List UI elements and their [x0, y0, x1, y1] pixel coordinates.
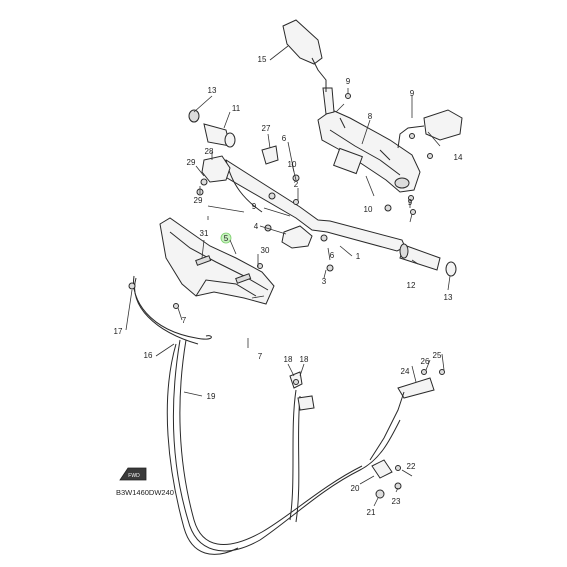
lever-holder-part: [196, 145, 279, 196]
callout-2: 2: [294, 180, 299, 189]
callout-10-right: 10: [364, 205, 373, 214]
callout-27: 27: [262, 124, 271, 133]
clamp-bolts-part: [264, 93, 433, 272]
callout-22: 22: [407, 462, 416, 471]
callout-3: 3: [322, 277, 327, 286]
callout-17: 17: [114, 327, 123, 336]
callout-29-upper: 29: [187, 158, 196, 167]
lever-assembly-part: [289, 369, 445, 499]
badge-text: FWD: [128, 473, 140, 479]
callout-19: 19: [207, 392, 216, 401]
callout-9-top: 9: [346, 77, 351, 86]
callout-12: 12: [407, 281, 416, 290]
callout-7-left: 7: [182, 316, 187, 325]
callout-31: 31: [200, 229, 209, 238]
callout-13-top: 13: [208, 86, 217, 95]
callout-23: 23: [392, 497, 401, 506]
leader-lines: [125, 45, 451, 507]
callout-25: 25: [433, 351, 442, 360]
callout-18-left: 18: [284, 355, 293, 364]
diagram-code: B3W1460DW240: [116, 488, 174, 497]
callout-24: 24: [401, 367, 410, 376]
handle-crown-part: [317, 87, 421, 193]
callout-1: 1: [356, 252, 361, 261]
mirror-right-part: [397, 109, 463, 149]
callout-14: 14: [454, 153, 463, 162]
callout-18-right: 18: [300, 355, 309, 364]
callout-11: 11: [232, 104, 241, 113]
callout-16: 16: [144, 351, 153, 360]
callout-9-left: 9: [252, 202, 257, 211]
callout-9-mid: 9: [408, 198, 413, 207]
callout-4: 4: [254, 222, 259, 231]
mirror-left-part: [282, 19, 327, 92]
callout-28: 28: [205, 147, 214, 156]
callout-9-right: 9: [410, 89, 415, 98]
handlebar-cover-part: [159, 217, 275, 309]
highlight-marker: [220, 232, 232, 244]
callout-30: 30: [261, 246, 270, 255]
callout-8: 8: [368, 112, 373, 121]
callout-labels: 1 2 3 4 5 6 6 7 7 8 9 9 9 9 10 10 11 12 …: [114, 55, 463, 517]
callout-20: 20: [351, 484, 360, 493]
callout-29-lower: 29: [194, 196, 203, 205]
control-cables: [128, 275, 401, 555]
throttle-grip-part: [399, 243, 457, 277]
callout-10-left: 10: [288, 160, 297, 169]
callout-5: 5: [224, 234, 229, 243]
callout-21: 21: [367, 508, 376, 517]
callout-13-right: 13: [444, 293, 453, 302]
forward-direction-badge: FWD: [119, 467, 147, 481]
left-grip-part: [188, 109, 236, 148]
callout-6-upper: 6: [282, 134, 287, 143]
callout-6-lower: 6: [330, 251, 335, 260]
callout-15: 15: [258, 55, 267, 64]
callout-26: 26: [421, 357, 430, 366]
callout-7-lower: 7: [258, 352, 263, 361]
